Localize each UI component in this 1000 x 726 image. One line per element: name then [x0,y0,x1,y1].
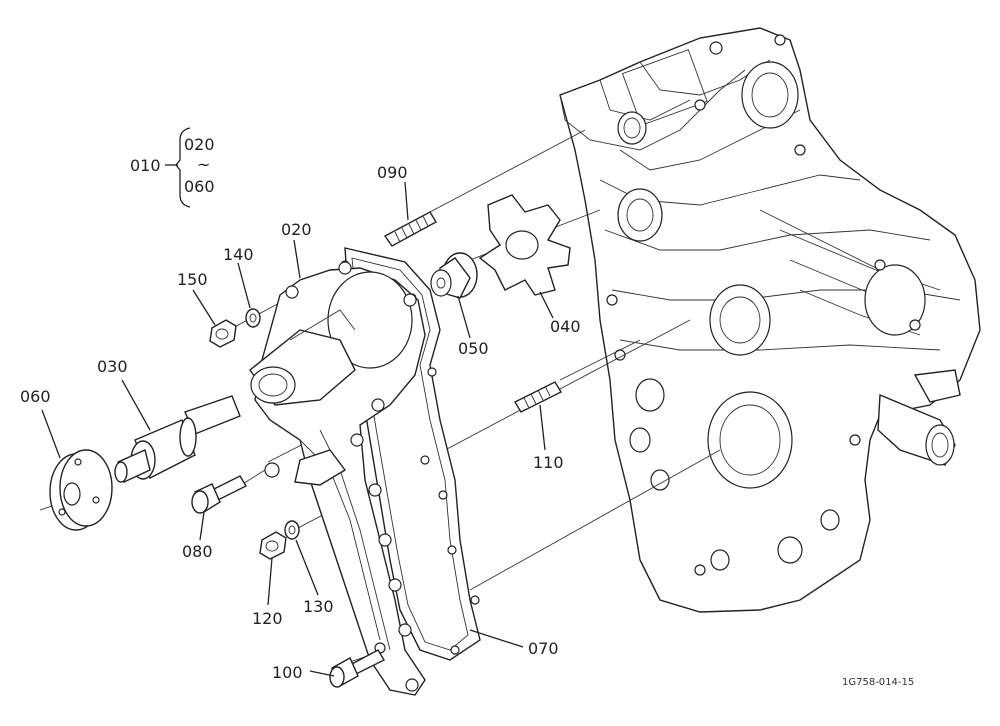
spring-washer-140 [245,308,261,328]
nut-150 [209,319,237,348]
impeller-040 [478,194,571,296]
label-010: 010 [130,156,161,175]
diagram-code: 1G758-014-15 [842,677,914,688]
label-020: 020 [281,220,312,239]
label-tilde: ~ [197,155,210,174]
flange-060 [49,449,113,531]
plug-bolt-080 [191,475,247,514]
label-040: 040 [550,317,581,336]
label-060: 060 [20,387,51,406]
nut-120 [259,531,287,560]
label-110: 110 [533,453,564,472]
label-130: 130 [303,597,334,616]
label-060-group: 060 [184,177,215,196]
label-100: 100 [272,663,303,682]
label-050: 050 [458,339,489,358]
label-030: 030 [97,357,128,376]
bolt-100 [329,649,385,688]
label-070: 070 [528,639,559,658]
label-150: 150 [177,270,208,289]
shaft-bearing-030 [114,395,241,483]
gear-case-housing [559,27,981,613]
stud-110 [514,381,562,413]
label-140: 140 [223,245,254,264]
spring-washer-130 [284,520,300,540]
label-020-group: 020 [184,135,215,154]
leader-lines [41,127,554,677]
water-pump-body-020 [249,261,426,696]
label-080: 080 [182,542,213,561]
seal-050 [430,252,478,299]
stud-090 [383,211,437,247]
label-090: 090 [377,163,408,182]
label-120: 120 [252,609,283,628]
